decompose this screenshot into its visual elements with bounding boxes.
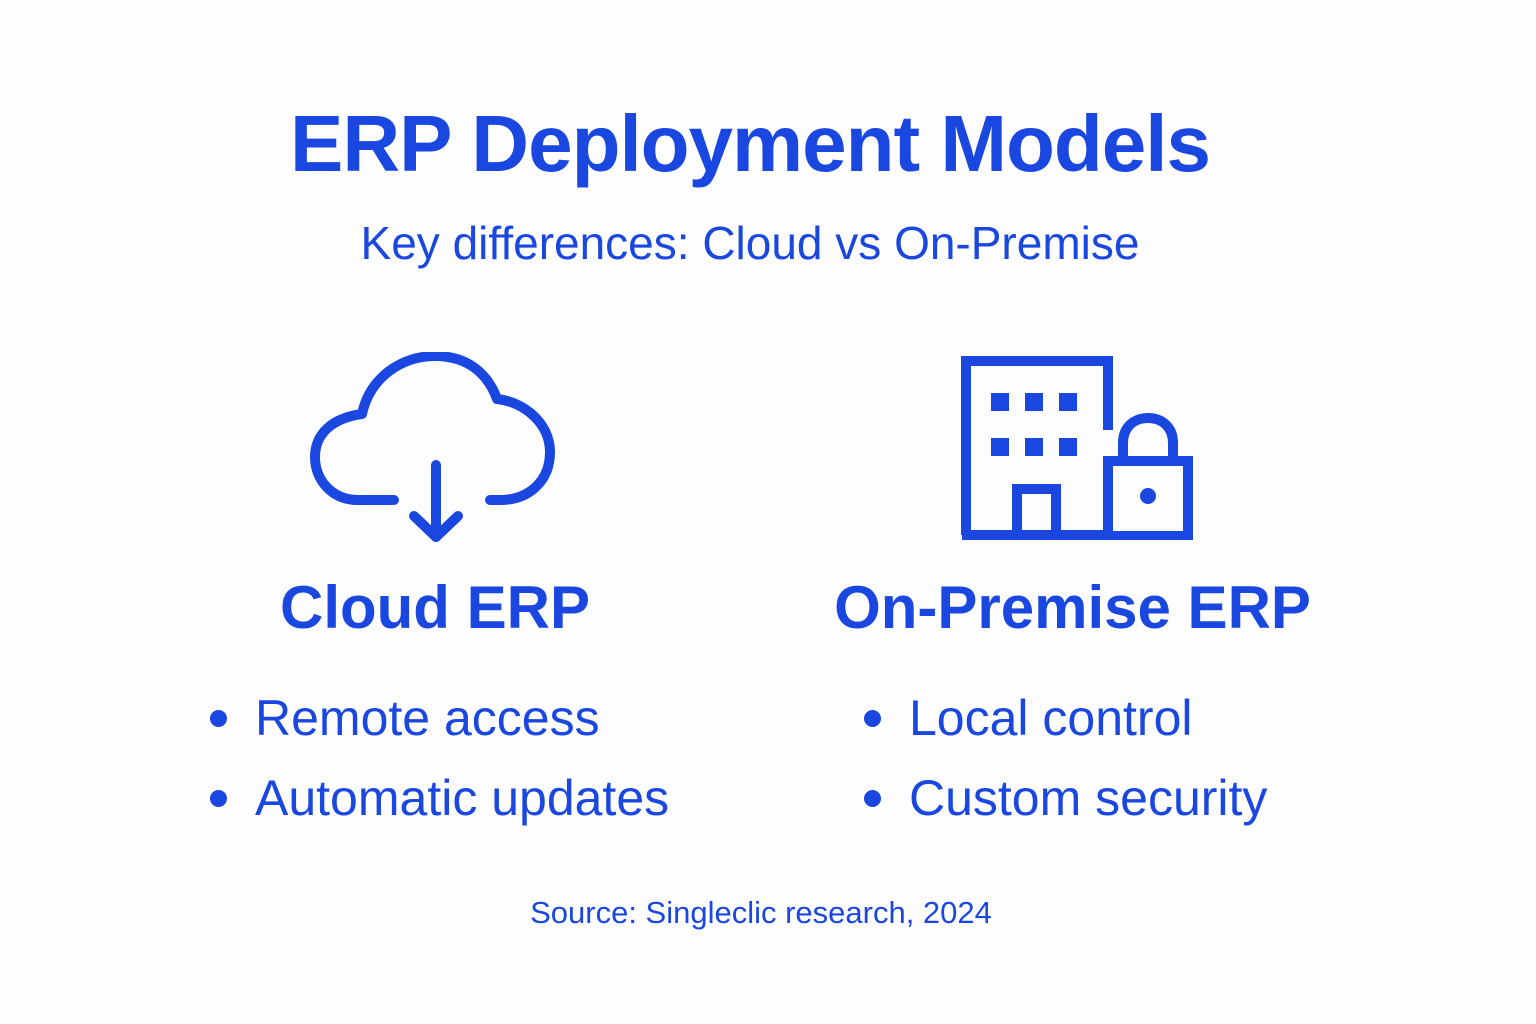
bullet-text: Local control xyxy=(909,690,1193,746)
cloud-erp-heading: Cloud ERP xyxy=(280,574,590,641)
page-subtitle: Key differences: Cloud vs On-Premise xyxy=(360,217,1140,269)
on-premise-erp-bullet-list: Local control Custom security xyxy=(864,678,1267,838)
list-item: Remote access xyxy=(210,678,669,758)
page-title: ERP Deployment Models xyxy=(290,99,1211,188)
list-item: Automatic updates xyxy=(210,758,669,838)
cloud-download-icon xyxy=(310,351,560,547)
building-lock-icon xyxy=(958,355,1194,541)
bullet-text: Remote access xyxy=(255,690,600,746)
bullet-dot-icon xyxy=(210,789,227,807)
bullet-dot-icon xyxy=(864,709,881,727)
bullet-text: Custom security xyxy=(909,770,1268,826)
source-citation: Source: Singleclic research, 2024 xyxy=(530,895,992,930)
cloud-erp-bullet-list: Remote access Automatic updates xyxy=(210,678,669,838)
bullet-text: Automatic updates xyxy=(255,770,670,826)
list-item: Custom security xyxy=(864,758,1267,838)
list-item: Local control xyxy=(864,678,1267,758)
bullet-dot-icon xyxy=(210,709,227,727)
bullet-dot-icon xyxy=(864,789,881,807)
on-premise-erp-heading: On-Premise ERP xyxy=(834,574,1311,641)
